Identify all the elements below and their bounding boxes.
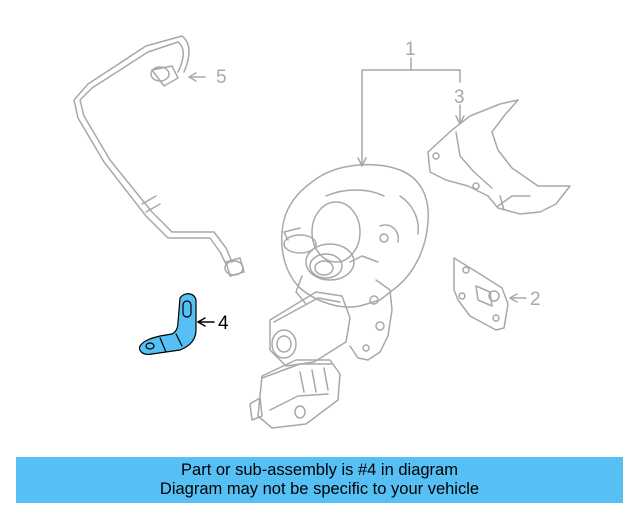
leader-1 xyxy=(357,57,461,167)
leader-4-arrow xyxy=(197,317,206,327)
part-2-gasket xyxy=(453,257,509,331)
callout-4[interactable]: 4 xyxy=(218,313,229,334)
part-1-turbocharger xyxy=(249,163,429,429)
banner-line-1: Part or sub-assembly is #4 in diagram xyxy=(181,461,458,479)
leader-5-arrow xyxy=(188,72,197,82)
callout-5[interactable]: 5 xyxy=(216,67,227,88)
info-banner: Part or sub-assembly is #4 in diagram Di… xyxy=(16,457,623,503)
parts-diagram xyxy=(73,35,571,429)
leader-3-arrow xyxy=(455,115,465,125)
part-4-bracket xyxy=(138,293,197,355)
callout-1[interactable]: 1 xyxy=(405,39,416,60)
callout-3[interactable]: 3 xyxy=(454,87,465,108)
banner-line-2: Diagram may not be specific to your vehi… xyxy=(159,480,480,498)
part-5-oil-line xyxy=(73,35,245,277)
leader-2-arrow xyxy=(509,293,518,303)
callout-2[interactable]: 2 xyxy=(530,289,541,310)
part-3-heat-shield xyxy=(427,99,571,215)
